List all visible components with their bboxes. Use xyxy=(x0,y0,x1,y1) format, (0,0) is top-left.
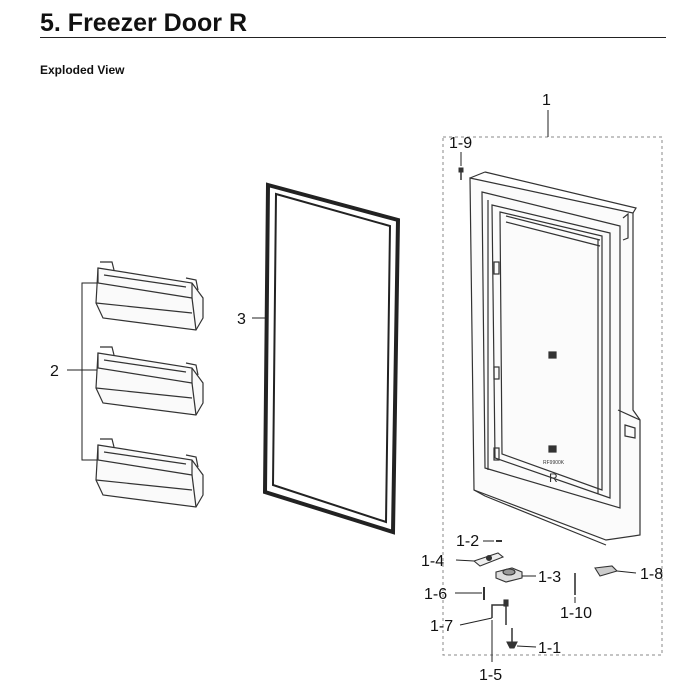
callout-1-1: 1-1 xyxy=(538,640,561,657)
callout-leaders xyxy=(455,540,637,662)
door-side-marking: R xyxy=(549,471,558,485)
hinge-parts xyxy=(472,540,619,649)
door-bin-top xyxy=(95,261,204,331)
cover-part-1-8 xyxy=(594,565,619,577)
callout-3: 3 xyxy=(237,311,246,328)
callout-2: 2 xyxy=(50,363,59,380)
callout-1: 1 xyxy=(542,92,551,109)
callout-1-4: 1-4 xyxy=(421,553,444,570)
callout-1-8: 1-8 xyxy=(640,566,663,583)
callout-1-5: 1-5 xyxy=(479,667,502,684)
title-rule xyxy=(40,37,666,38)
door-bin-middle xyxy=(95,346,204,416)
callout-1-6: 1-6 xyxy=(424,586,447,603)
assembly-1-enclosure xyxy=(442,136,663,656)
door-gasket xyxy=(262,182,401,535)
bracket-part-1-7 xyxy=(491,604,507,625)
door-bin-group xyxy=(95,261,204,508)
screw-part-1-1 xyxy=(506,628,518,649)
callout-1-2: 1-2 xyxy=(456,533,479,550)
door-bin-bottom xyxy=(95,438,204,508)
callout-1-3: 1-3 xyxy=(538,569,561,586)
page-title: 5. Freezer Door R xyxy=(40,9,248,37)
freezer-door-shell xyxy=(469,171,641,546)
callout-2-bracket xyxy=(67,282,97,461)
door-model-marking: RF9900K xyxy=(543,460,565,466)
screw-part-1-9 xyxy=(458,167,464,180)
callout-1-9: 1-9 xyxy=(449,135,472,152)
callout-1-7: 1-7 xyxy=(430,618,453,635)
section-subtitle: Exploded View xyxy=(40,63,125,77)
cap-part-1-3 xyxy=(495,567,523,583)
callout-1-10: 1-10 xyxy=(560,605,592,622)
